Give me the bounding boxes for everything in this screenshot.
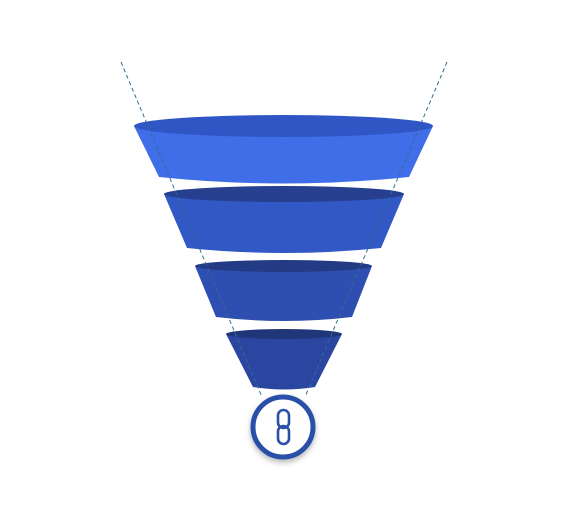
guide-line-left [120,61,263,398]
funnel-stage-4-top [226,329,342,339]
funnel-stage-4-body [226,334,342,390]
funnel-stage-3-top [195,260,372,272]
funnel-stage-2-top [164,186,404,202]
funnel-stage-2-body [164,194,404,253]
funnel-stage-2 [164,186,404,253]
funnel-stage-1-body [134,126,433,184]
funnel-stage-1-top [134,115,433,137]
funnel-stage-1 [134,115,433,184]
link-chain-icon [276,408,291,446]
guide-line-right [304,61,448,398]
funnel-stage-3 [195,260,372,321]
funnel-stage-3-body [195,266,372,321]
funnel-stage-4 [226,329,342,390]
